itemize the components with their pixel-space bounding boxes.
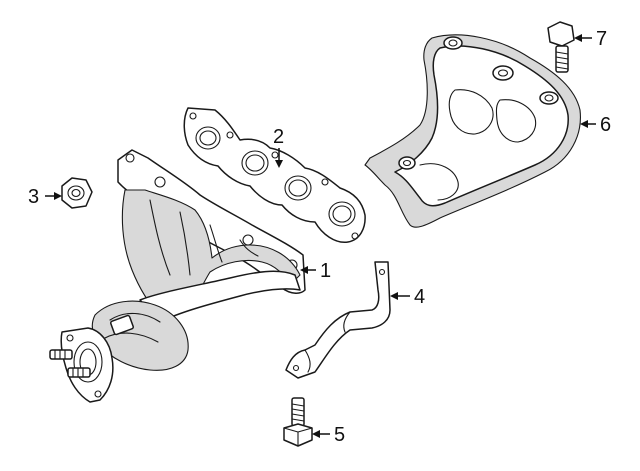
exhaust-manifold-part	[49, 149, 306, 403]
callout-1: 1	[300, 260, 331, 282]
bolt-part-7	[547, 21, 575, 73]
callout-label-2: 2	[273, 126, 284, 148]
nut-part-3	[61, 177, 93, 209]
bolt-part-5	[283, 397, 313, 447]
callout-5: 5	[312, 424, 345, 446]
callout-label-7: 7	[596, 28, 607, 50]
callout-label-4: 4	[414, 286, 425, 308]
bracket-part	[285, 261, 391, 379]
callout-label-3: 3	[28, 186, 39, 208]
callout-2: 2	[273, 126, 284, 168]
callout-7: 7	[574, 28, 607, 50]
callout-label-5: 5	[334, 424, 345, 446]
callout-3: 3	[28, 186, 62, 208]
heat-shield-part	[364, 34, 581, 228]
callout-label-6: 6	[600, 114, 611, 136]
callout-4: 4	[390, 286, 425, 308]
manifold-gasket-part	[183, 107, 366, 243]
callout-label-1: 1	[320, 260, 331, 282]
callout-6: 6	[580, 114, 611, 136]
